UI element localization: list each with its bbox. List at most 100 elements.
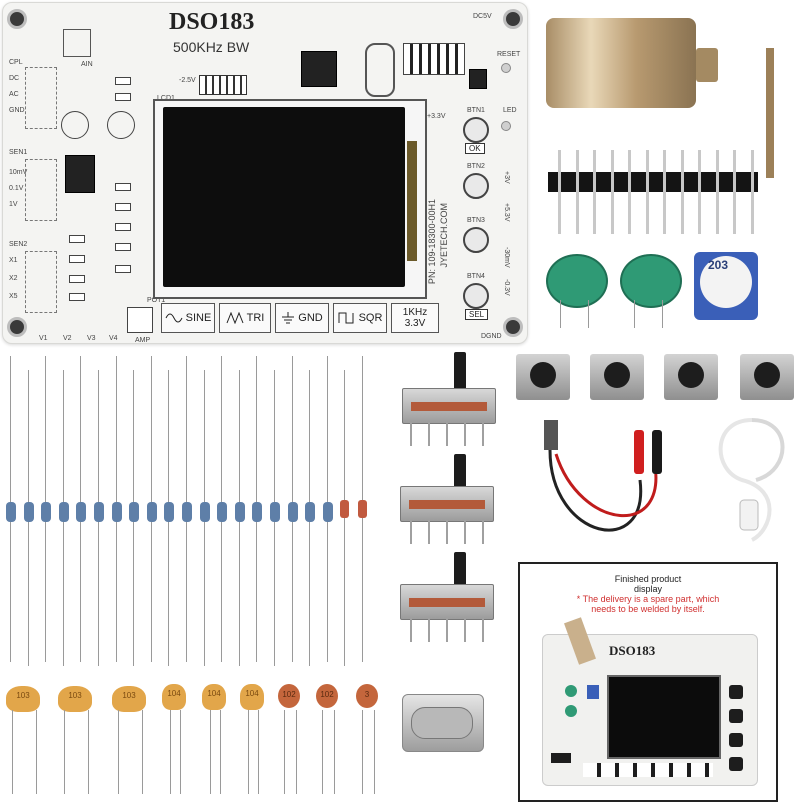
capacitor-lead: [662, 300, 663, 328]
ground-icon: [282, 312, 295, 324]
header-pin: [575, 150, 579, 234]
slide-switch-body: [400, 486, 494, 522]
crystal-footprint: [365, 43, 395, 97]
lcd-module: [153, 99, 427, 299]
v2-pin-label: V2: [63, 335, 72, 342]
x2-label: X2: [9, 275, 18, 282]
resistor: [252, 502, 263, 522]
resistor-footprint: [69, 275, 85, 283]
resistor: [234, 502, 245, 522]
switch-pin: [482, 422, 484, 446]
capacitor-leads: [0, 680, 390, 800]
trimmer-footprint: [61, 111, 89, 139]
capacitor-lead: [64, 710, 65, 794]
bnc-flange: [696, 48, 718, 82]
smd-array: [199, 75, 247, 95]
header-pin: [733, 150, 736, 234]
slide-switch-body: [402, 388, 496, 424]
usb-c-port: [411, 707, 473, 739]
ceramic-capacitor: 104: [202, 684, 226, 710]
usb-plug: [739, 499, 759, 531]
bnc-body: [546, 18, 696, 108]
capacitor-lead: [118, 710, 119, 794]
switch-pin: [410, 618, 412, 642]
capacitor-lead: [588, 300, 589, 328]
capacitor-lead: [560, 300, 561, 328]
ceramic-capacitor: 103: [6, 686, 40, 712]
ok-label: OK: [465, 143, 485, 154]
plus33v-label: +3.3V: [427, 113, 446, 120]
resistor-array: [0, 350, 390, 670]
tactile-button: [664, 354, 718, 400]
inset-note-line1: * The delivery is a spare part, which: [576, 594, 720, 604]
sen2-label: SEN2: [9, 241, 28, 248]
switch-pin: [464, 422, 466, 446]
lcd-screen: [163, 107, 405, 287]
resistor: [146, 502, 157, 522]
finished-product-inset: Finished product display * The delivery …: [518, 562, 778, 802]
resistor-footprint: [69, 235, 85, 243]
ceramic-capacitor: 103: [112, 686, 146, 712]
black-clip: [652, 430, 662, 474]
resistor: [199, 502, 210, 522]
switch-pin: [410, 520, 412, 544]
resistor-footprint: [69, 255, 85, 263]
switch-pin: [482, 618, 484, 642]
header-pin: [645, 150, 649, 234]
switch-pin: [410, 422, 412, 446]
header-pin: [680, 150, 684, 234]
switch-pin: [446, 618, 448, 642]
resistor: [129, 502, 140, 522]
input-connector-footprint: [63, 29, 91, 57]
gnd-output: GND: [275, 303, 329, 333]
x1-label: X1: [9, 257, 18, 264]
header-pin: [750, 150, 754, 234]
dc-label: DC: [9, 75, 20, 82]
disc-capacitor: 102: [278, 684, 300, 708]
lcd-flex-cable: [407, 141, 417, 261]
btn2-pad: [463, 173, 489, 199]
bnc-leg: [766, 48, 774, 178]
sen2-switch-footprint: [25, 251, 57, 313]
1v-label: 1V: [9, 201, 18, 208]
sen1-label: SEN1: [9, 149, 28, 156]
resistor-footprint: [115, 93, 131, 101]
disc-capacitor: 102: [316, 684, 338, 708]
potentiometer-dial: [700, 256, 752, 308]
coupling-switch-footprint: [25, 67, 57, 129]
tri-label: TRI: [246, 312, 265, 324]
pot1-label: POT1: [147, 297, 166, 304]
resistor: [164, 502, 175, 522]
sine-output: SINE: [161, 303, 215, 333]
mini-cap: [565, 685, 577, 697]
capacitor-lead: [322, 710, 323, 794]
header-pin: [663, 150, 666, 234]
resistor: [322, 502, 333, 522]
led-pad: [501, 121, 511, 131]
disc-capacitor: 3: [356, 684, 378, 708]
board-model-title: DSO183: [169, 9, 255, 35]
01v-label: 0.1V: [9, 185, 24, 192]
resistor-footprint: [115, 265, 131, 273]
ac-label: AC: [9, 91, 19, 98]
assembled-board-model: DSO183: [609, 643, 656, 658]
website-label: JYETECH.COM: [439, 203, 449, 268]
reset-label: RESET: [497, 51, 521, 58]
mini-button: [729, 685, 743, 699]
mounting-hole: [7, 317, 27, 337]
dgnd-label: DGND: [481, 333, 502, 340]
lcd1-label: LCD1: [157, 95, 175, 102]
capacitor-lead: [362, 710, 363, 794]
minus03v-label: -0.3V: [503, 279, 510, 296]
capacitor-lead: [12, 710, 13, 794]
resistor: [41, 502, 52, 522]
calibration-output: 1KHz 3.3V: [391, 303, 439, 333]
reset-pad: [501, 63, 511, 73]
amp-label: AMP: [135, 337, 151, 344]
component-lead: [344, 370, 346, 666]
led-label: LED: [503, 107, 517, 114]
red-clip: [634, 430, 644, 474]
capacitor-lead: [180, 710, 181, 794]
header-pin: [715, 150, 719, 234]
mini-signal-row: [583, 763, 713, 777]
